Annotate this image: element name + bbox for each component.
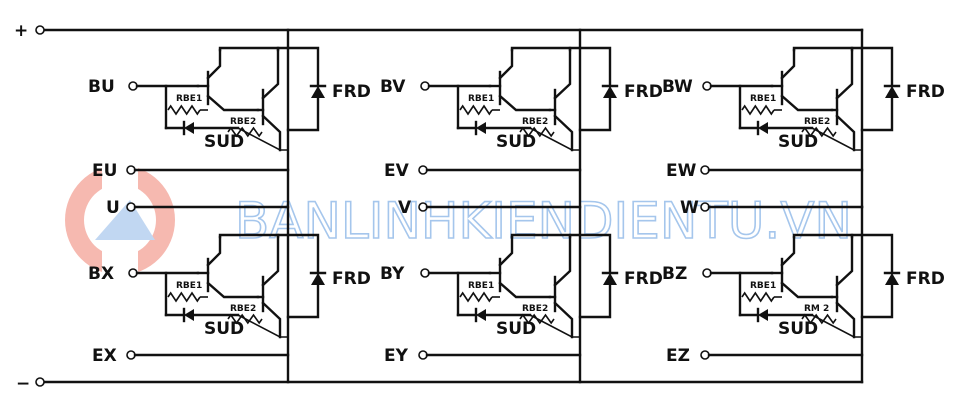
- transistor-2-emitter-l0: [261, 301, 282, 339]
- phase-legs: BURBE1RBE2SUDFRDEUUBXRBE1RBE2SUDFRDEXBVR…: [88, 28, 945, 384]
- collector-bar-h1: [510, 46, 582, 52]
- freewheel-diode-l0: [311, 273, 325, 285]
- transistor-2-collector-h2: [835, 48, 854, 100]
- snubber-label-h1: SUD: [496, 132, 536, 152]
- transistor-2-collector-l0: [261, 235, 280, 287]
- freewheel-diode-l1: [603, 273, 617, 285]
- resistor-1-label-l1: RBE1: [468, 281, 494, 291]
- resistor-rbe1-l0: [167, 291, 201, 303]
- resistor-rbe1-l2: [741, 291, 775, 303]
- collector-bar-h0: [218, 46, 290, 52]
- freewheel-label-h2: FRD: [906, 82, 945, 102]
- emitter-label-h1: EV: [384, 161, 410, 181]
- snubber-diode-h1: [476, 122, 486, 134]
- resistor-2-label-h2: RBE2: [804, 117, 830, 127]
- collector-bar-h2: [792, 46, 864, 52]
- transistor-2-emitter-l1: [553, 301, 574, 339]
- watermark-logo: [65, 160, 175, 280]
- freewheel-label-l2: FRD: [906, 269, 945, 289]
- freewheel-diode-l2: [885, 273, 899, 285]
- resistor-2-label-l1: RBE2: [522, 304, 548, 314]
- resistor-2-label-l0: RBE2: [230, 304, 256, 314]
- transistor-2-emitter-h1: [553, 114, 574, 152]
- output-label-1: V: [398, 198, 412, 218]
- freewheel-diode-h2: [885, 86, 899, 98]
- transistor-1-collector-h1: [498, 48, 514, 80]
- output-label-0: U: [106, 198, 120, 218]
- transistor-1-emitter-l1: [498, 281, 552, 299]
- transistor-1-collector-h0: [206, 48, 222, 80]
- transistor-2-collector-h0: [261, 48, 280, 100]
- gate-label-l1: BY: [380, 264, 405, 284]
- freewheel-label-l1: FRD: [624, 269, 663, 289]
- freewheel-label-h1: FRD: [624, 82, 663, 102]
- collector-bar-l2: [792, 233, 864, 239]
- collector-bar-l0: [218, 233, 290, 239]
- gate-label-l2: BZ: [662, 264, 687, 284]
- gate-label-h0: BU: [88, 77, 115, 97]
- resistor-rbe1-h2: [741, 104, 775, 116]
- transistor-2-collector-l1: [553, 235, 572, 287]
- negative-terminal[interactable]: [35, 377, 45, 387]
- snubber-label-l0: SUD: [204, 319, 244, 339]
- resistor-1-label-l2: RBE1: [750, 281, 776, 291]
- transistor-2-emitter-h2: [835, 114, 856, 152]
- snubber-diode-h0: [184, 122, 194, 134]
- snubber-label-l2: SUD: [778, 319, 818, 339]
- freewheel-diode-h0: [311, 86, 325, 98]
- gate-label-h1: BV: [380, 77, 406, 97]
- freewheel-diode-h1: [603, 86, 617, 98]
- snubber-diode-l0: [184, 309, 194, 321]
- transistor-1-emitter-h2: [780, 94, 834, 112]
- snubber-diode-h2: [758, 122, 768, 134]
- negative-label: −: [16, 374, 30, 394]
- gate-label-h2: BW: [662, 77, 693, 97]
- emitter-label-l1: EY: [384, 346, 409, 366]
- emitter-label-l2: EZ: [666, 346, 690, 366]
- transistor-1-emitter-l2: [780, 281, 834, 299]
- resistor-1-label-h1: RBE1: [468, 94, 494, 104]
- transistor-2-emitter-h0: [261, 114, 282, 152]
- transistor-2-collector-l2: [835, 235, 854, 287]
- output-label-2: W: [680, 198, 699, 218]
- resistor-1-label-l0: RBE1: [176, 281, 202, 291]
- resistor-2-label-l2: RM 2: [804, 304, 829, 314]
- gate-label-l0: BX: [88, 264, 114, 284]
- transistor-1-emitter-h0: [206, 94, 260, 112]
- transistor-1-emitter-l0: [206, 281, 260, 299]
- snubber-diode-l1: [476, 309, 486, 321]
- transistor-1-collector-l2: [780, 235, 796, 267]
- watermark-text: BANLINHKIENDIENTU.VN: [235, 192, 852, 250]
- snubber-label-h2: SUD: [778, 132, 818, 152]
- positive-label: +: [14, 21, 28, 41]
- emitter-label-h0: EU: [92, 161, 117, 181]
- resistor-1-label-h0: RBE1: [176, 94, 202, 104]
- freewheel-label-h0: FRD: [332, 82, 371, 102]
- snubber-diode-l2: [758, 309, 768, 321]
- resistor-rbe1-h0: [167, 104, 201, 116]
- resistor-rbe1-l1: [459, 291, 493, 303]
- emitter-label-h2: EW: [666, 161, 697, 181]
- transistor-1-emitter-h1: [498, 94, 552, 112]
- snubber-label-h0: SUD: [204, 132, 244, 152]
- freewheel-label-l0: FRD: [332, 269, 371, 289]
- collector-bar-l1: [510, 233, 582, 239]
- resistor-rbe1-h1: [459, 104, 493, 116]
- transistor-1-collector-l0: [206, 235, 222, 267]
- emitter-label-l0: EX: [92, 346, 117, 366]
- transistor-1-collector-h2: [780, 48, 796, 80]
- resistor-2-label-h1: RBE2: [522, 117, 548, 127]
- transistor-1-collector-l1: [498, 235, 514, 267]
- positive-terminal[interactable]: [35, 25, 45, 35]
- resistor-2-label-h0: RBE2: [230, 117, 256, 127]
- transistor-2-emitter-l2: [835, 301, 856, 339]
- snubber-label-l1: SUD: [496, 319, 536, 339]
- transistor-2-collector-h1: [553, 48, 572, 100]
- resistor-1-label-h2: RBE1: [750, 94, 776, 104]
